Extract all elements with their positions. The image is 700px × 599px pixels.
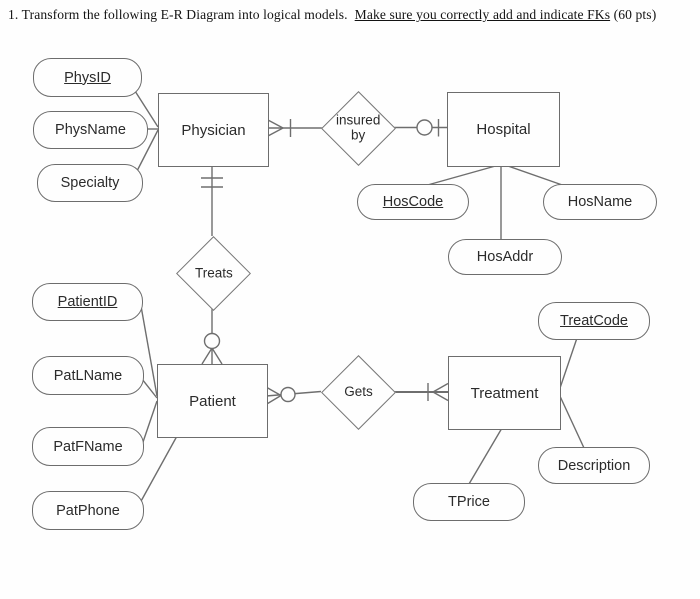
attribute-hoscode-label: HosCode xyxy=(382,194,444,210)
entity-physician: Physician xyxy=(158,93,269,167)
connector-patientid xyxy=(140,305,158,397)
connector-hosname xyxy=(504,164,569,188)
attribute-hosaddr: HosAddr xyxy=(448,239,562,275)
attribute-physid: PhysID xyxy=(33,58,142,97)
connector-hoscode xyxy=(423,164,500,187)
attribute-physname: PhysName xyxy=(33,111,148,149)
attribute-physname-label: PhysName xyxy=(55,122,126,138)
attribute-patlname-label: PatLName xyxy=(53,367,123,384)
entity-hospital-label: Hospital xyxy=(476,121,531,138)
attribute-patlname: PatLName xyxy=(32,356,144,395)
attribute-description: Description xyxy=(538,447,650,484)
relationship-treats-label: Treats xyxy=(194,265,233,281)
zero-circle-icon-patient-top xyxy=(203,332,221,350)
relationship-gets-label: Gets xyxy=(344,384,373,400)
entity-patient-label: Patient xyxy=(189,392,236,410)
attribute-patphone-label: PatPhone xyxy=(56,502,120,519)
attribute-physid-label: PhysID xyxy=(64,69,111,86)
attribute-tprice-label: TPrice xyxy=(448,494,490,510)
attribute-description-label: Description xyxy=(557,457,631,474)
attribute-tprice: TPrice xyxy=(413,483,525,521)
entity-physician-label: Physician xyxy=(181,121,246,139)
connector-patlname xyxy=(141,378,158,399)
connector-treatcode xyxy=(558,337,578,392)
attribute-specialty-label: Specialty xyxy=(60,175,120,191)
question-title-text: 1. Transform the following E-R Diagram i… xyxy=(8,7,355,22)
connector-patphone xyxy=(139,435,178,504)
zero-circle-icon-patient-right xyxy=(280,386,296,403)
entity-hospital: Hospital xyxy=(447,92,560,167)
attribute-patientid-label: PatientID xyxy=(57,294,118,310)
attribute-hosname-label: HosName xyxy=(567,194,633,210)
insured-by-line1: insured xyxy=(336,112,381,128)
attribute-patientid: PatientID xyxy=(32,283,143,321)
double-bar-icon-physician-treats xyxy=(201,177,223,188)
attribute-treatcode: TreatCode xyxy=(538,302,650,340)
attribute-patfname-label: PatFName xyxy=(53,438,123,455)
attribute-specialty: Specialty xyxy=(37,164,143,202)
crow-foot-icon-treatment xyxy=(432,382,449,402)
connector-description xyxy=(558,393,585,449)
entity-treatment: Treatment xyxy=(448,356,561,430)
question-title-underlined: Make sure you correctly add and indicate… xyxy=(354,7,611,22)
connector-tprice xyxy=(468,427,503,485)
crow-foot-icon-patient-top xyxy=(201,347,223,365)
crow-foot-icon-patient-right xyxy=(265,386,282,406)
crow-foot-icon-physician xyxy=(266,118,284,138)
connector-physid xyxy=(134,90,159,128)
attribute-patfname: PatFName xyxy=(32,427,144,466)
insured-by-line2: by xyxy=(351,127,366,143)
question-points: (60 pts) xyxy=(610,7,657,22)
relationship-insured-by-label: insured by xyxy=(336,112,381,143)
question-title: 1. Transform the following E-R Diagram i… xyxy=(8,7,694,23)
attribute-treatcode-label: TreatCode xyxy=(560,313,628,329)
attribute-hoscode: HosCode xyxy=(357,184,469,220)
connector-patfname xyxy=(141,400,158,446)
entity-patient: Patient xyxy=(157,364,268,438)
attribute-patphone: PatPhone xyxy=(32,491,144,530)
zero-circle-icon-hospital xyxy=(416,119,433,136)
attribute-hosaddr-label: HosAddr xyxy=(476,249,534,265)
connector-specialty xyxy=(136,129,159,172)
attribute-hosname: HosName xyxy=(543,184,657,220)
entity-treatment-label: Treatment xyxy=(470,384,539,402)
